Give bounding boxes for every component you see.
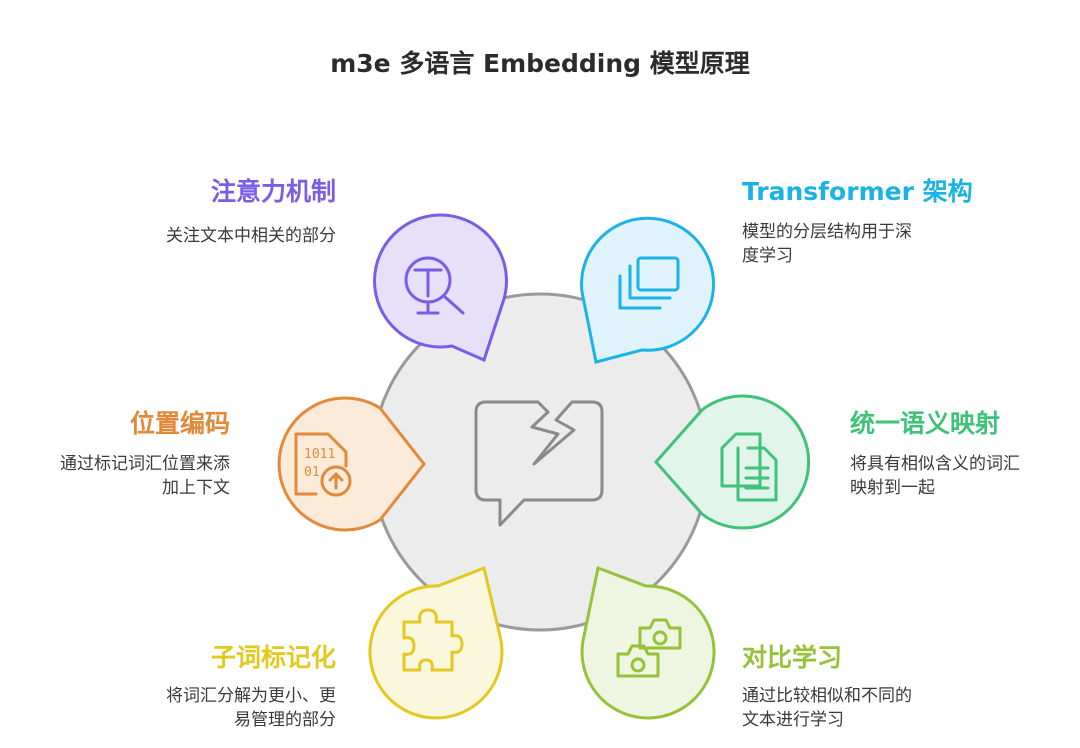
documents-icon xyxy=(720,432,778,502)
position-description-line-1: 通过标记词汇位置来添 xyxy=(60,454,230,474)
position-node-shape xyxy=(277,396,426,532)
subword-description-line-1: 将词汇分解为更小、更 xyxy=(166,686,336,706)
puzzle-piece-icon xyxy=(402,608,464,672)
contrast-description-line-1: 通过比较相似和不同的 xyxy=(742,686,912,706)
text-search-icon xyxy=(404,256,465,315)
binary-file-upload-icon: 1011 01 xyxy=(294,432,352,497)
subword-description-line-2: 易管理的部分 xyxy=(234,710,336,730)
layers-icon xyxy=(618,256,680,310)
node-contrast[interactable] xyxy=(580,565,716,720)
svg-text:1011: 1011 xyxy=(304,447,335,462)
broken-speech-bubble-icon xyxy=(474,400,604,527)
attention-node-shape xyxy=(373,213,508,363)
transformer-description-line-1: 模型的分层结构用于深 xyxy=(742,222,912,242)
cameras-icon xyxy=(616,618,682,678)
mapping-node-shape xyxy=(653,394,811,530)
node-transformer[interactable] xyxy=(580,216,716,364)
node-subword[interactable] xyxy=(368,565,504,720)
transformer-label: Transformer 架构 xyxy=(742,177,973,206)
mapping-description: 将具有相似含义的词汇 映射到一起 xyxy=(850,452,1020,500)
node-mapping[interactable] xyxy=(653,394,811,530)
mapping-description-line-1: 将具有相似含义的词汇 xyxy=(850,454,1020,474)
position-label: 位置编码 xyxy=(129,409,230,438)
mapping-description-line-2: 映射到一起 xyxy=(850,478,935,498)
position-description-line-2: 加上下文 xyxy=(162,478,230,498)
node-position[interactable]: 1011 01 xyxy=(277,396,426,532)
contrast-node-shape xyxy=(580,565,716,720)
transformer-description: 模型的分层结构用于深 度学习 xyxy=(742,220,912,268)
svg-text:01: 01 xyxy=(304,465,320,480)
mapping-label: 统一语义映射 xyxy=(850,409,1001,438)
attention-description: 关注文本中相关的部分 xyxy=(166,224,336,248)
contrast-label: 对比学习 xyxy=(742,643,843,672)
attention-label: 注意力机制 xyxy=(210,177,336,206)
position-description: 通过标记词汇位置来添 加上下文 xyxy=(60,452,230,500)
node-attention[interactable] xyxy=(373,213,508,363)
contrast-description: 通过比较相似和不同的 文本进行学习 xyxy=(742,684,912,732)
subword-node-shape xyxy=(368,565,504,720)
contrast-description-line-2: 文本进行学习 xyxy=(742,710,844,730)
subword-label: 子词标记化 xyxy=(210,643,336,672)
transformer-description-line-2: 度学习 xyxy=(742,246,793,266)
attention-description-line-1: 关注文本中相关的部分 xyxy=(166,226,336,246)
diagram-title: m3e 多语言 Embedding 模型原理 xyxy=(330,49,750,78)
subword-description: 将词汇分解为更小、更 易管理的部分 xyxy=(166,684,336,732)
